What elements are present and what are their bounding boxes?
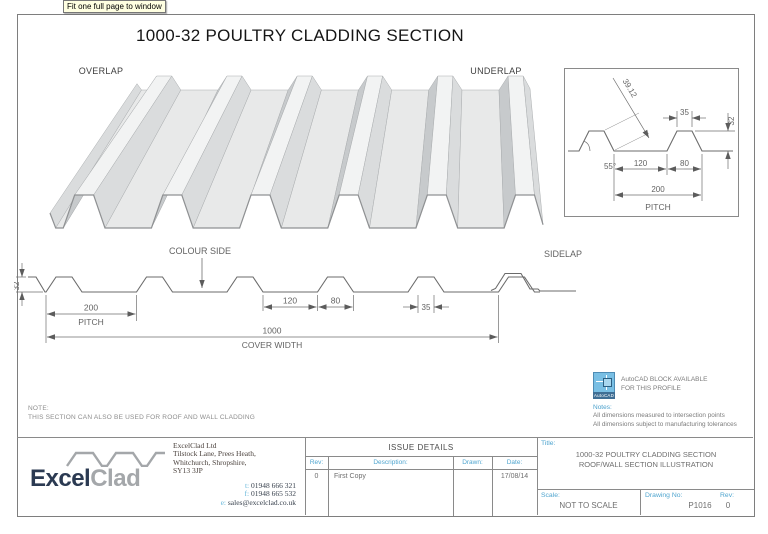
- fax-value: 01948 665 532: [251, 489, 296, 499]
- scale-label: Scale:: [541, 492, 560, 499]
- section-cover-dim: 1000: [263, 326, 282, 336]
- col-header-drawn: Drawn:: [462, 459, 483, 466]
- titleblock-title-line2: ROOF/WALL SECTION ILLUSTRATION: [578, 460, 714, 469]
- drawing-no-label: Drawing No:: [645, 492, 683, 499]
- dimension-notes: Notes: All dimensions measured to inters…: [593, 403, 753, 429]
- section-height-dim: 32: [14, 281, 21, 290]
- detail-height-dim: 32: [727, 116, 736, 125]
- sheet-front-edge: [49, 194, 544, 229]
- drawing-no-value: P1016: [688, 501, 712, 510]
- company-tel: t: 01948 666 321: [190, 481, 296, 490]
- drawing-sheet-frame: [17, 14, 755, 517]
- issue-row-date: 17/08/14: [500, 473, 529, 480]
- note-heading: NOTE:: [28, 405, 49, 412]
- issue-row-rev: 0: [314, 473, 319, 480]
- detail-pitch-label: PITCH: [645, 202, 671, 212]
- detail-pitch-dim: 200: [651, 185, 665, 194]
- underlap-label: UNDERLAP: [470, 66, 522, 76]
- drawing-title: 1000-32 POULTRY CLADDING SECTION: [136, 26, 464, 45]
- notes-heading: Notes:: [593, 404, 612, 411]
- sidelap-overlay-sheet: [490, 272, 576, 292]
- section-rib-dim: 80: [331, 296, 341, 306]
- section-pitch-label: PITCH: [78, 317, 104, 327]
- tel-prefix: t:: [244, 481, 250, 490]
- company-name: ExcelClad Ltd: [173, 441, 217, 450]
- note-body: THIS SECTION CAN ALSO BE USED FOR ROOF A…: [28, 413, 256, 421]
- title-block: [17, 437, 753, 516]
- notes-line1: All dimensions measured to intersection …: [593, 412, 725, 419]
- angle-arc: [583, 140, 591, 152]
- section-pitch-dim: 200: [84, 303, 98, 313]
- titleblock-title-line1: 1000-32 POULTRY CLADDING SECTION: [575, 450, 717, 459]
- detail-valley-dim: 120: [634, 159, 648, 168]
- rev-value: 0: [725, 501, 731, 510]
- email-value: sales@excelclad.co.uk: [227, 497, 296, 507]
- colour-side-label: COLOUR SIDE: [169, 246, 231, 256]
- company-contact: t: 01948 666 321 f: 01948 665 532 e: sal…: [190, 481, 296, 507]
- section-cover-label: COVER WIDTH: [242, 340, 302, 350]
- sheet-facet: [457, 89, 505, 229]
- col-header-rev: Rev:: [309, 459, 324, 466]
- titleblock-vline: [640, 489, 641, 515]
- issue-details-line: [305, 456, 537, 457]
- fit-page-tooltip: Fit one full page to window: [63, 0, 166, 13]
- detail-slope-dim: 39.12: [621, 77, 639, 99]
- profile-detail-box: 55° 39.12 35 32 120 80 200 PITCH: [564, 68, 739, 217]
- autocad-line2: FOR THIS PROFILE: [621, 385, 681, 392]
- issue-details-divider: [328, 456, 329, 516]
- company-address3: SY13 3JP: [173, 465, 203, 475]
- logo-excel: Excel: [30, 465, 91, 492]
- section-top-dim: 35: [422, 303, 431, 312]
- section-valley-dim: 120: [283, 296, 297, 306]
- col-header-description: Description:: [373, 459, 408, 466]
- company-email: e: sales@excelclad.co.uk: [190, 497, 296, 507]
- notes-line2: All dimensions subject to manufacturing …: [593, 420, 737, 428]
- detail-rib-dim: 80: [680, 159, 689, 168]
- company-address: ExcelClad Ltd Tilstock Lane, Prees Heath…: [173, 441, 298, 475]
- issue-row-description: First Copy: [334, 473, 366, 480]
- fax-prefix: f:: [244, 489, 250, 499]
- titleblock-divider: [537, 437, 538, 515]
- autocad-line1: AutoCAD BLOCK AVAILABLE: [621, 376, 708, 383]
- issue-details-line: [305, 469, 537, 470]
- titleblock-divider: [305, 437, 306, 515]
- issue-details-divider: [492, 456, 493, 516]
- logo-clad: Clad: [90, 465, 141, 492]
- issue-details-divider: [453, 456, 454, 516]
- isometric-cladding-sheet: [49, 75, 544, 229]
- roof-wall-note: NOTE: THIS SECTION CAN ALSO BE USED FOR …: [28, 405, 328, 422]
- cross-section-drawing: 32 200 PITCH 120 80 35 1000 COVER WIDTH …: [14, 246, 582, 350]
- section-profile-line: [28, 276, 540, 293]
- scale-value: NOT TO SCALE: [559, 501, 618, 510]
- autocad-icon: AutoCAD: [593, 372, 615, 399]
- company-fax: f: 01948 665 532: [190, 490, 296, 498]
- company-address2: Whitchurch, Shropshire,: [173, 457, 247, 467]
- detail-top-dim: 35: [680, 108, 689, 117]
- overlap-label: OVERLAP: [78, 66, 124, 76]
- title-label: Title:: [541, 440, 556, 447]
- rev-label: Rev:: [720, 492, 734, 499]
- autocad-icon-label: AutoCAD: [593, 392, 615, 399]
- sidelap-label: SIDELAP: [544, 249, 582, 259]
- tel-value: 01948 666 321: [251, 481, 296, 490]
- detail-profile-line: [568, 130, 733, 152]
- col-header-date: Date:: [506, 459, 523, 466]
- issue-details-header: ISSUE DETAILS: [388, 443, 454, 452]
- excelclad-logo: ExcelClad: [30, 465, 141, 493]
- logo-corrugation: [66, 451, 165, 467]
- titleblock-hline: [537, 489, 754, 490]
- profile-detail-drawing: 55° 39.12 35 32 120 80 200 PITCH: [568, 77, 736, 212]
- email-prefix: e:: [220, 497, 226, 507]
- detail-angle-label: 55°: [604, 162, 616, 171]
- company-address1: Tilstock Lane, Prees Heath,: [173, 449, 256, 459]
